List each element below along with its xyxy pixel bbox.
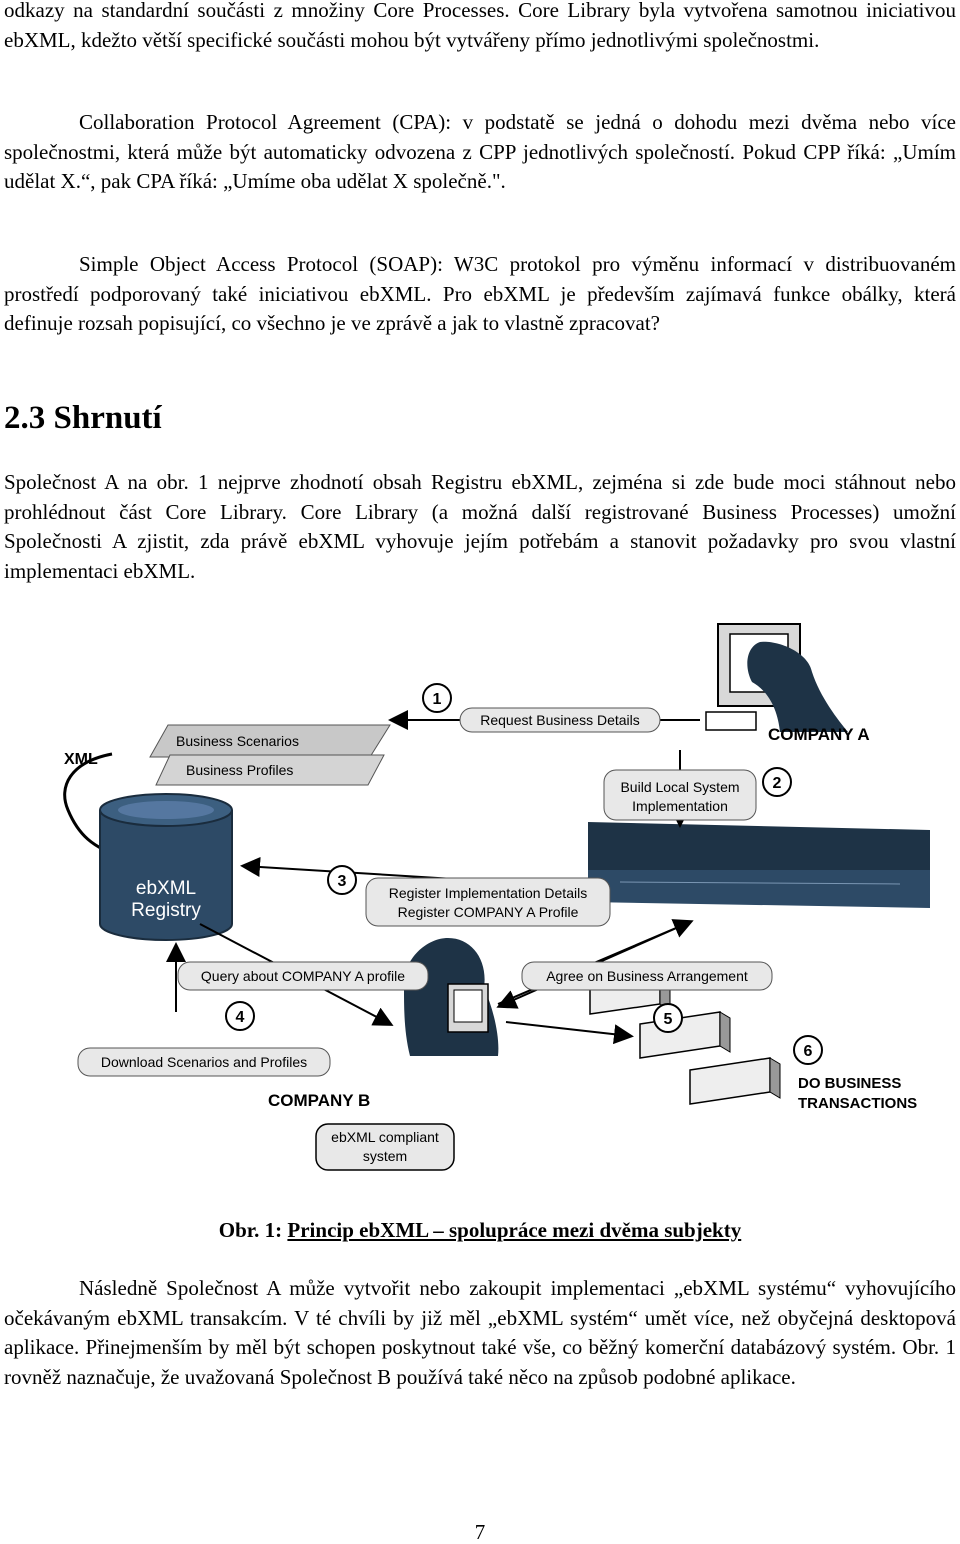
step-6-number: 6 (804, 1043, 813, 1060)
caption-title: Princip ebXML – spolupráce mezi dvěma su… (287, 1218, 742, 1242)
xml-label: XML (64, 751, 98, 768)
label-transactions-line1: DO BUSINESS (798, 1075, 901, 1092)
registry-cylinder: ebXML Registry (99, 793, 233, 941)
keyboard-a (705, 711, 757, 731)
label-build-line2: Implementation (632, 798, 728, 814)
person-a-icon (747, 641, 848, 732)
server-top (588, 822, 930, 870)
company-b-label: COMPANY B (268, 1091, 370, 1110)
registry-top-inner (118, 801, 214, 819)
label-request: Request Business Details (480, 712, 640, 728)
label-query: Query about COMPANY A profile (201, 968, 405, 984)
page-number: 7 (474, 1520, 486, 1544)
company-a-label: COMPANY A (768, 725, 870, 744)
registry-body (99, 810, 233, 941)
paragraph-summary: Společnost A na obr. 1 nejprve zhodnotí … (4, 470, 956, 583)
label-agree: Agree on Business Arrangement (546, 968, 748, 984)
business-layers: Business Scenarios Business Profiles (149, 724, 391, 786)
compliant-line2: system (363, 1148, 407, 1164)
label-download: Download Scenarios and Profiles (101, 1054, 307, 1070)
step-5-number: 5 (664, 1011, 673, 1028)
section-heading: 2.3 Shrnutí (4, 400, 162, 436)
step-3-marker (327, 865, 357, 895)
label-register-line1: Register Implementation Details (389, 885, 587, 901)
step-1-marker (422, 683, 452, 713)
step-labels: Request Business Details Build Local Sys… (77, 707, 917, 1112)
company-a-workstation: COMPANY A (705, 623, 870, 744)
paragraph-company-a: Následně Společnost A může vytvořit nebo… (4, 1276, 956, 1389)
caption-prefix: Obr. 1: (218, 1218, 288, 1242)
step-6-marker (793, 1035, 823, 1065)
step-2-marker (762, 767, 792, 797)
transaction-box-2-side (719, 1011, 731, 1053)
transaction-box-3 (689, 1057, 771, 1105)
company-a-server (588, 822, 930, 908)
paragraph-core-library: odkazy na standardní součásti z množiny … (4, 0, 956, 52)
transaction-box-3-side (769, 1057, 781, 1099)
label-register-line2: Register COMPANY A Profile (398, 904, 579, 920)
step-3-number: 3 (338, 873, 347, 890)
label-register-box (365, 877, 611, 927)
compliant-line1: ebXML compliant (331, 1129, 439, 1145)
label-query-box (177, 961, 429, 991)
label-agree-box (521, 961, 773, 991)
registry-label-line2: Registry (131, 900, 201, 921)
label-build-box (603, 769, 757, 821)
ebxml-diagram: XML Business Scenarios Business Profiles… (63, 623, 930, 1171)
label-transactions-line2: TRANSACTIONS (798, 1095, 917, 1112)
step-5-marker (653, 1003, 683, 1033)
transaction-boxes (589, 973, 781, 1105)
server-front (588, 870, 930, 908)
company-b-workstation: COMPANY B ebXML compliant system (268, 938, 499, 1171)
step-markers: 1 2 3 4 5 6 (225, 683, 823, 1065)
paragraph-cpa: Collaboration Protocol Agreement (CPA): … (4, 110, 956, 193)
step-4-number: 4 (236, 1009, 245, 1026)
paragraph-soap: Simple Object Access Protocol (SOAP): W3… (4, 252, 956, 335)
registry-label-line1: ebXML (136, 878, 196, 899)
label-build-line1: Build Local System (620, 779, 739, 795)
compliant-system-box (315, 1123, 455, 1171)
step-2-number: 2 (773, 775, 782, 792)
step-4-marker (225, 1001, 255, 1031)
monitor-b-screen (453, 989, 483, 1023)
label-request-box (459, 707, 661, 733)
arrow-transactions (505, 1021, 634, 1045)
layer-scenarios-label: Business Scenarios (176, 733, 299, 749)
layer-profiles (155, 754, 385, 786)
layer-profiles-label: Business Profiles (186, 762, 293, 778)
server-line (619, 881, 901, 885)
figure-caption: Obr. 1: Princip ebXML – spolupráce mezi … (0, 1216, 960, 1244)
label-download-box (77, 1047, 331, 1077)
step-1-number: 1 (433, 691, 442, 708)
